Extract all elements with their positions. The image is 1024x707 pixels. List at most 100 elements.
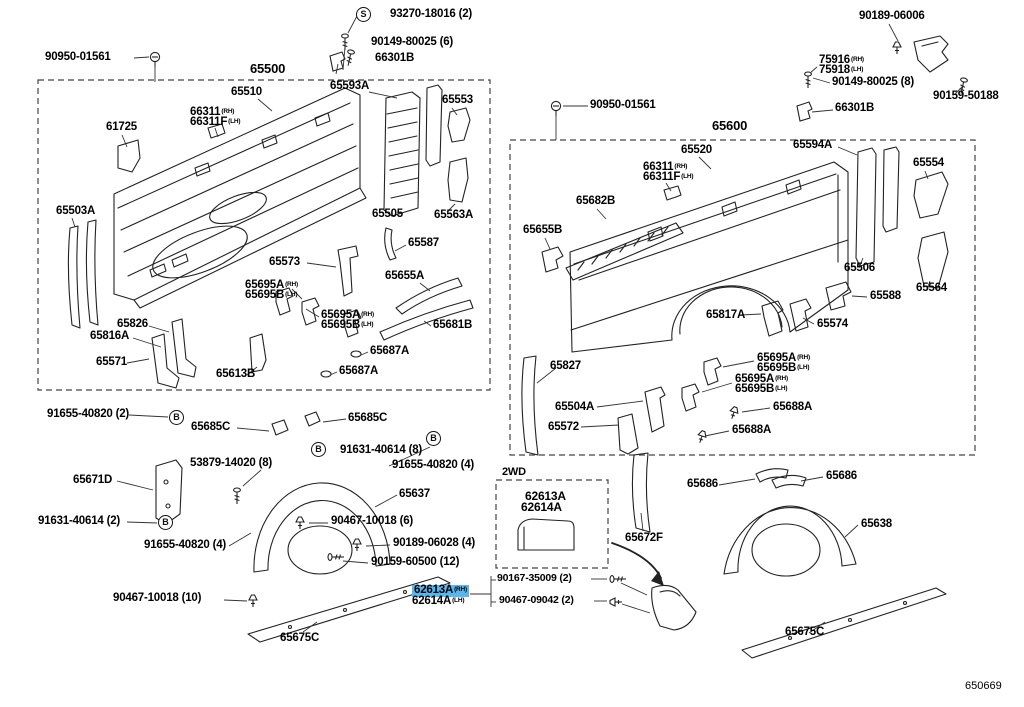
part-number-text: 65675C <box>280 632 320 644</box>
part-label: 65594A <box>793 139 833 152</box>
part-label: 91631-40614 (2) <box>38 515 121 528</box>
part-label: 65695A(RH) <box>735 373 788 386</box>
part-label: 62614A <box>521 501 562 513</box>
side-suffix-text: (LH) <box>681 173 694 180</box>
part-label: 65687A <box>370 345 410 358</box>
part-label: 65593A <box>330 80 369 93</box>
part-number-text: 65500 <box>250 61 286 76</box>
part-label: 65827 <box>550 360 581 373</box>
part-number-text: 65695B <box>735 383 775 395</box>
fender-liner-right <box>723 505 857 575</box>
part-number-text: 65687A <box>370 345 410 357</box>
part-number-text: 66311F <box>190 116 228 128</box>
part-label: 91655-40820 (2) <box>47 408 129 421</box>
side-suffix-text: (LH) <box>797 364 810 371</box>
part-number-text: 65682B <box>576 195 616 207</box>
part-number-text: 65637 <box>399 488 430 500</box>
part-number-text: 65572 <box>548 421 579 433</box>
part-number-text: 91655-40820 (4) <box>144 539 227 551</box>
circled-letter-marker: B <box>169 410 184 425</box>
part-number-text: 90189-06028 (4) <box>393 537 476 549</box>
part-number-text: 65587 <box>408 237 439 249</box>
part-label: 65563A <box>434 209 474 222</box>
part-label: 65682B <box>576 195 616 208</box>
part-label: 66301B <box>835 102 874 115</box>
side-suffix-text: (LH) <box>228 118 241 125</box>
part-label: 65681B <box>433 319 472 332</box>
part-number-text: 65686 <box>826 470 857 482</box>
part-number-text: 61725 <box>106 121 137 133</box>
part-label: 65688A <box>732 424 771 437</box>
part-number-text: 65574 <box>817 318 848 330</box>
part-label: 66311(RH) <box>643 161 687 174</box>
part-number-text: 90950-01561 <box>590 99 656 111</box>
part-label: 65574 <box>817 318 848 331</box>
left-assembly-box <box>37 79 491 391</box>
part-number-text: 65503A <box>56 205 96 217</box>
circled-letter-marker: B <box>426 431 441 446</box>
part-number-text: 65695B <box>321 319 361 331</box>
side-suffix-text: (RH) <box>285 281 299 288</box>
part-label: 66311F(LH) <box>643 171 694 184</box>
part-label: 65553 <box>442 94 473 107</box>
part-label: 65655B <box>523 224 563 237</box>
assembly-boxes <box>37 79 976 569</box>
part-number-text: 90467-10018 (6) <box>331 515 414 527</box>
part-number-text: 90159-60500 (12) <box>371 556 460 568</box>
part-label: 65695A(RH) <box>321 309 375 322</box>
part-label: 61725 <box>106 121 137 134</box>
part-number-text: 90149-80025 (8) <box>832 76 915 88</box>
left-assembly-title: 65500 <box>250 62 285 75</box>
left-assembly-art <box>67 84 474 643</box>
part-number-text: 62614A <box>412 595 452 607</box>
part-label: 90167-35009 (2) <box>497 573 572 584</box>
part-number-text: 65695A <box>757 352 797 364</box>
part-number-text: 65594A <box>793 139 833 151</box>
part-label: 62614A(LH) <box>412 595 465 608</box>
side-suffix-text: (LH) <box>850 66 864 73</box>
part-label: 65572 <box>548 421 579 434</box>
part-label: 66311(RH) <box>190 106 235 119</box>
circled-letter-marker: B <box>158 515 173 530</box>
part-number-text: 65554 <box>913 157 944 169</box>
part-number-text: 65563A <box>434 209 474 221</box>
part-number-text: 75918 <box>819 64 850 76</box>
part-label: 90467-09042 (2) <box>499 595 574 606</box>
part-label: 65554 <box>913 157 944 170</box>
part-number-text: 65671D <box>73 474 113 486</box>
part-number-text: 65588 <box>870 290 901 302</box>
side-suffix-text: (RH) <box>221 108 235 115</box>
part-number-text: 90189-06006 <box>859 10 925 22</box>
part-number-text: 65504A <box>555 401 595 413</box>
part-number-text: 65506 <box>844 262 875 274</box>
part-label: 90189-06028 (4) <box>393 537 476 550</box>
part-label: 65685C <box>191 421 230 434</box>
part-number-text: 62613A <box>525 489 566 503</box>
part-number-text: 65655B <box>523 224 563 236</box>
part-label: 75918(LH) <box>819 64 864 77</box>
part-number-text: 650669 <box>965 680 1002 692</box>
part-label: 53879-14020 (8) <box>190 457 272 470</box>
part-label: 65675C <box>280 632 320 645</box>
side-suffix-text: (LH) <box>285 291 298 298</box>
part-number-text: 90167-35009 (2) <box>497 572 572 584</box>
two-wd-label: 2WD <box>502 467 526 478</box>
part-label: 90159-60500 (12) <box>371 556 460 569</box>
side-suffix-text: (RH) <box>361 311 375 318</box>
part-number-text: 65510 <box>231 86 262 98</box>
fender-liner-left <box>253 482 391 573</box>
part-label: 75916(RH) <box>819 54 864 67</box>
part-number-text: 62613A <box>414 584 454 596</box>
part-label: 90950-01561 <box>45 51 111 64</box>
part-label: 65695B(LH) <box>245 289 298 302</box>
part-label: 65695A(RH) <box>245 279 299 292</box>
part-number-text: 91631-40614 (2) <box>38 515 121 527</box>
part-number-text: 90159-50188 <box>933 90 999 102</box>
part-label: 65506 <box>844 262 875 275</box>
mudflap-part <box>651 584 697 631</box>
part-number-text: 65686 <box>687 478 718 490</box>
part-label: 91655-40820 (4) <box>392 459 474 472</box>
part-label: 65695B(LH) <box>757 362 810 375</box>
side-suffix-text: (RH) <box>454 586 468 593</box>
